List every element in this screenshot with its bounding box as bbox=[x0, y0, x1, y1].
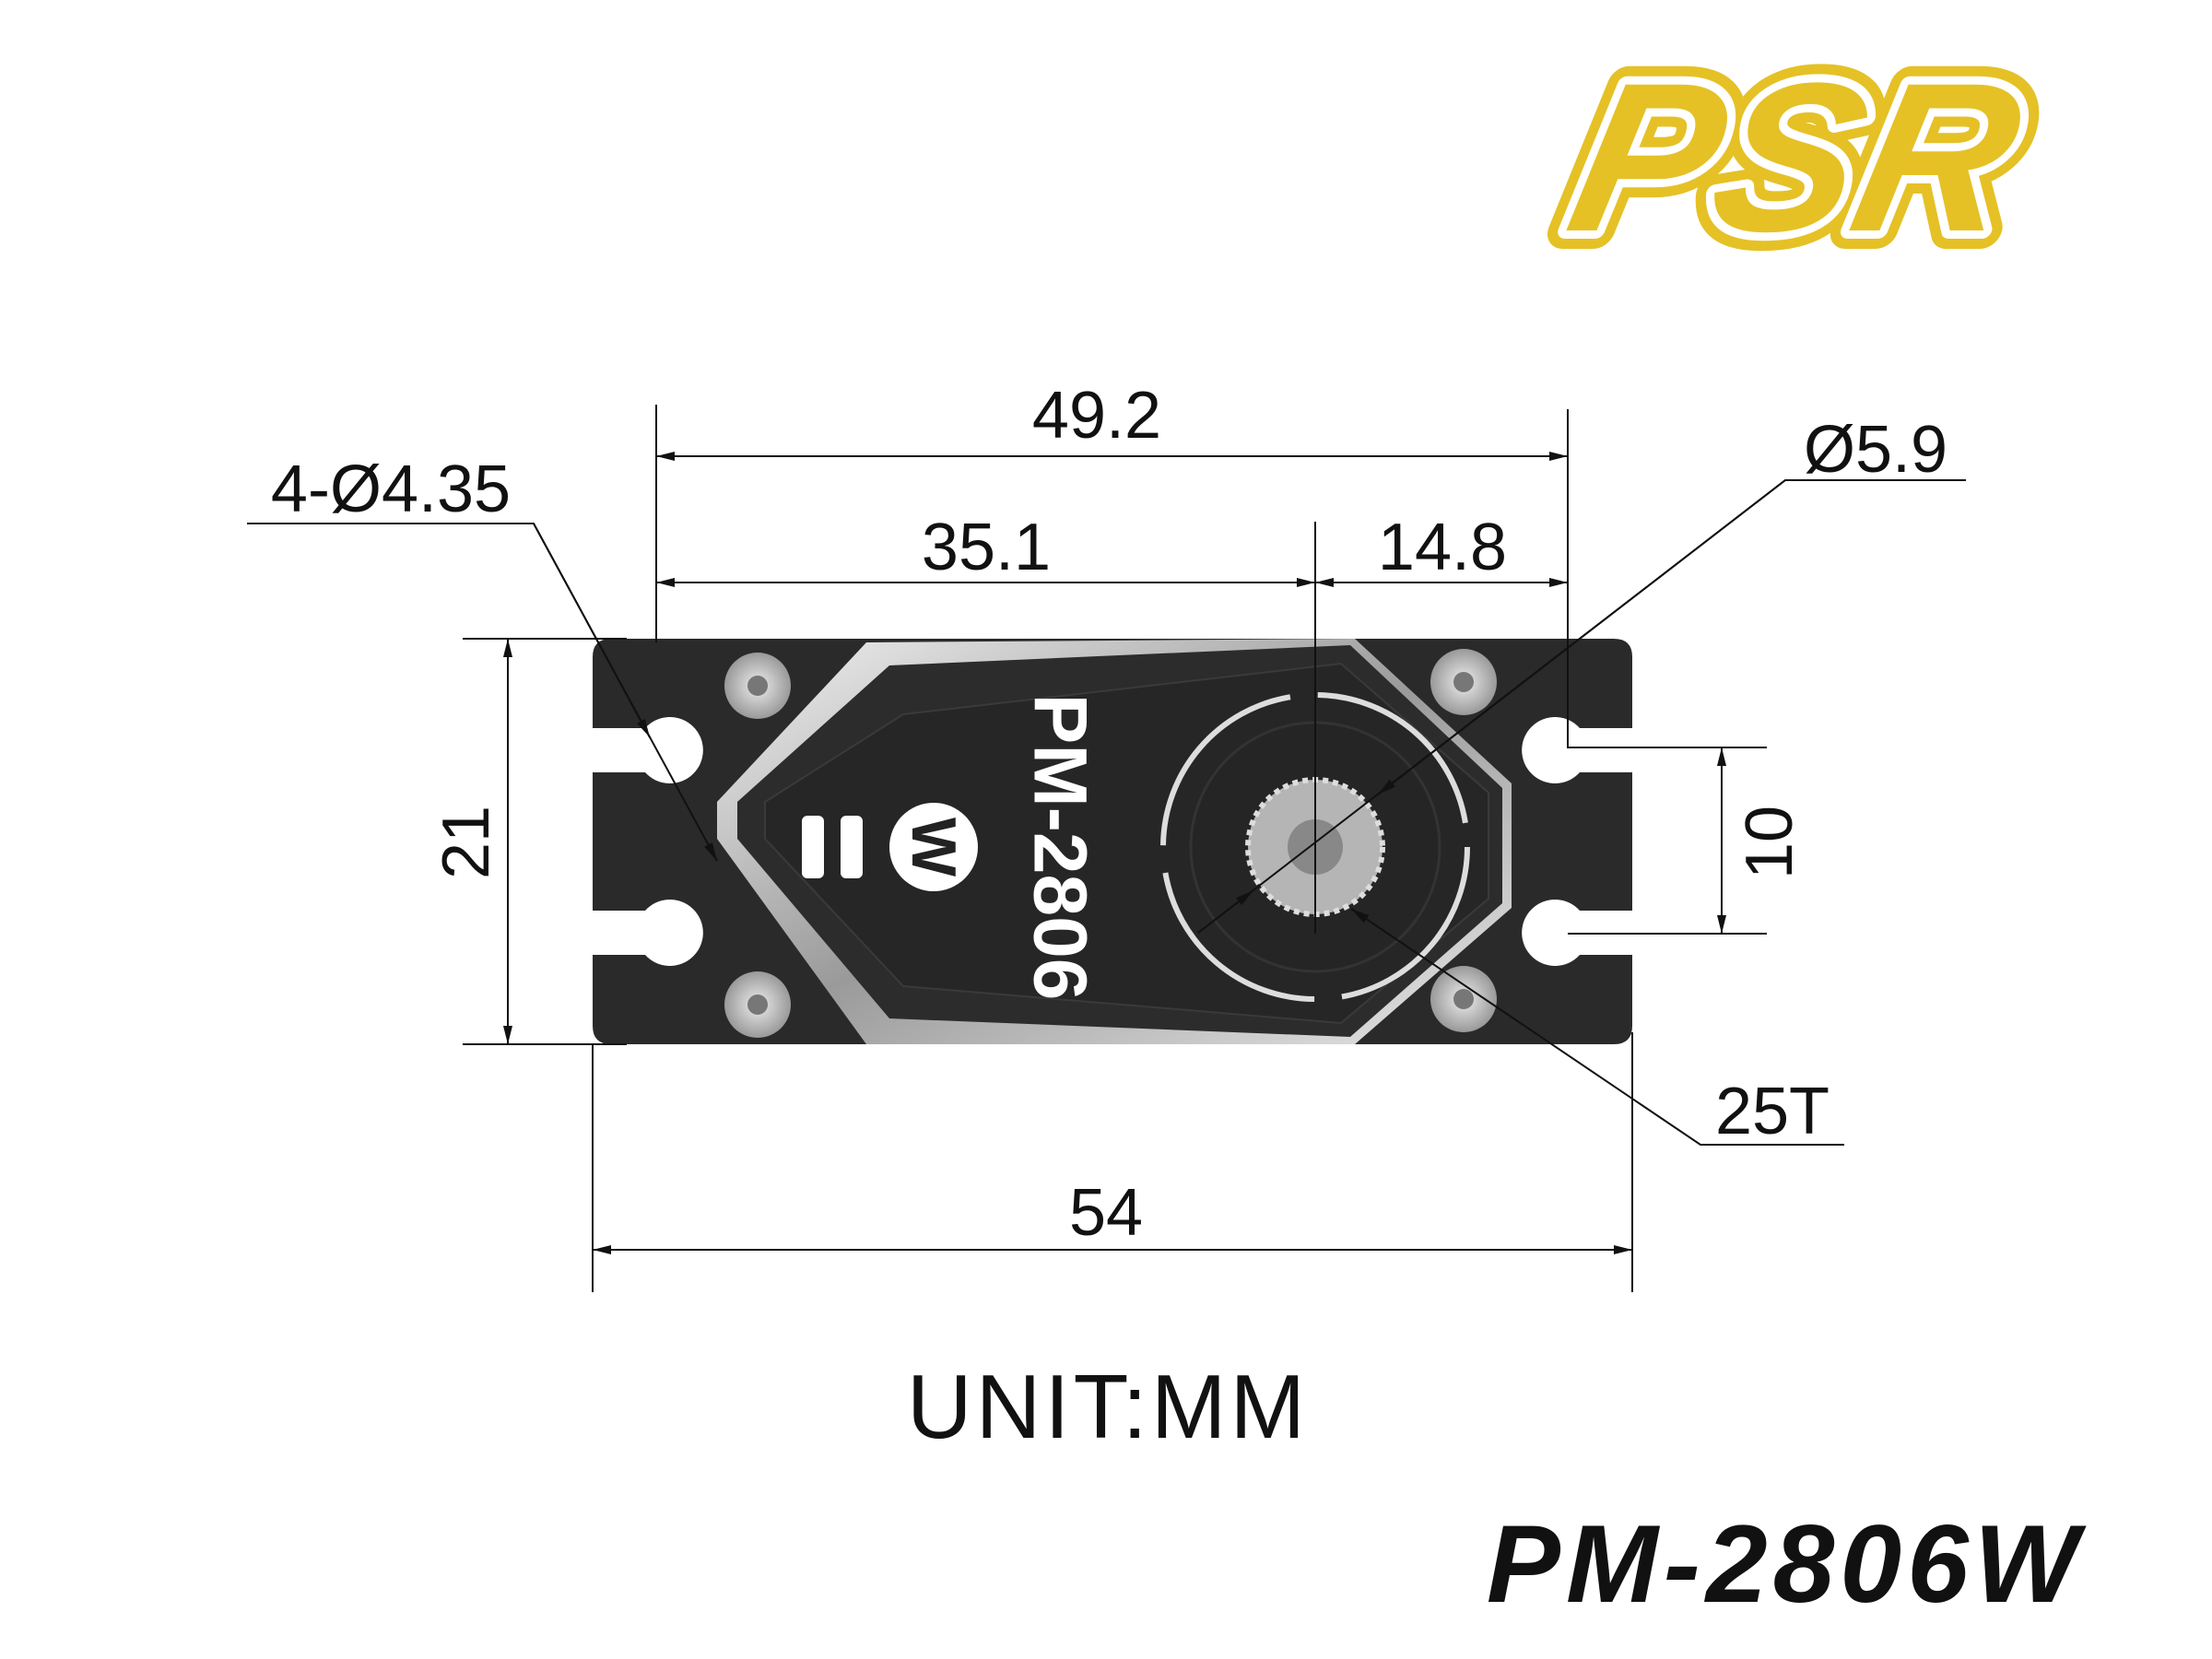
svg-text:PSR: PSR bbox=[1553, 39, 2040, 276]
dim-spline-25t: 25T bbox=[1715, 1075, 1830, 1148]
badge-letter: W bbox=[899, 818, 969, 877]
screw-icons bbox=[724, 649, 1497, 1038]
output-ring bbox=[1160, 692, 1470, 1002]
mount-slot-icons bbox=[593, 717, 1632, 967]
dim-35-1: 35.1 bbox=[922, 511, 1051, 584]
model-title: PM-2806W bbox=[1487, 1502, 2087, 1626]
svg-text:PSR: PSR bbox=[1553, 39, 2040, 276]
dim-pitch-10: 10 bbox=[1733, 806, 1806, 879]
svg-text:PSR: PSR bbox=[1553, 39, 2040, 276]
dim-49-2: 49.2 bbox=[1032, 379, 1161, 453]
psr-logo: PSR PSR PSR bbox=[1535, 20, 2058, 294]
dim-height-21: 21 bbox=[429, 806, 503, 879]
dimension-lines bbox=[247, 405, 1966, 1292]
product-label: PM-2806 bbox=[1018, 694, 1102, 1001]
unit-label: UNIT:MM bbox=[907, 1356, 1309, 1457]
dim-14-8: 14.8 bbox=[1378, 511, 1507, 584]
w-badge-logo: W bbox=[802, 803, 978, 891]
dim-length-54: 54 bbox=[1069, 1176, 1143, 1250]
dim-mount-holes: 4-Ø4.35 bbox=[271, 453, 511, 526]
servo-top-view: W PM-2806 bbox=[593, 639, 1632, 1044]
dim-shaft-diameter: Ø5.9 bbox=[1804, 413, 1947, 487]
